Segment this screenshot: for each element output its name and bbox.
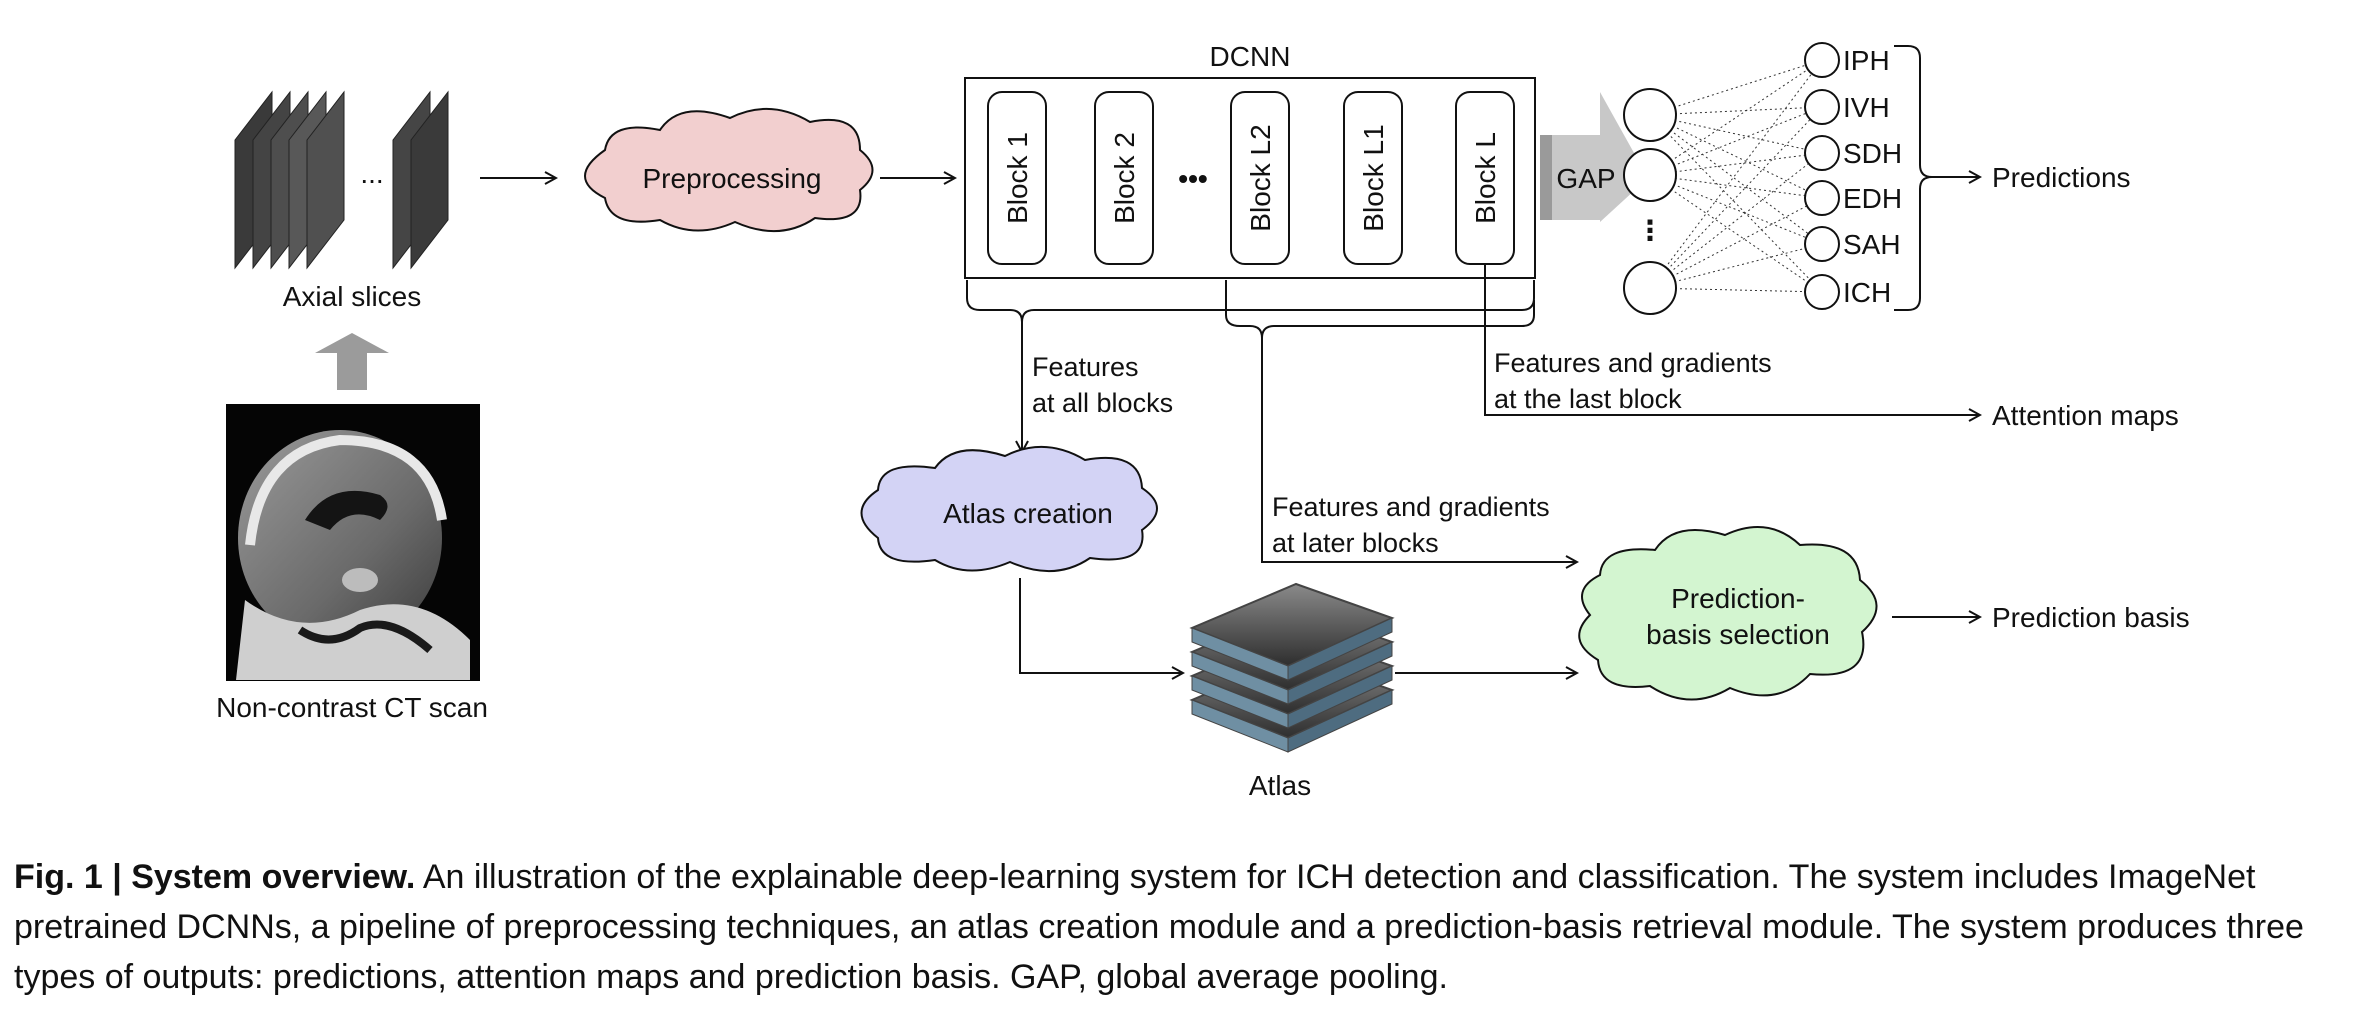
atlas-creation-label: Atlas creation (943, 498, 1113, 529)
dcnn-block-2: Block 2 (1094, 91, 1154, 265)
block-l2-label: Block L2 (1245, 124, 1276, 231)
caption-text: An illustration of the explainable deep-… (14, 858, 2304, 996)
dcnn-block-1: Block 1 (987, 91, 1047, 265)
attention-maps-arrow (1484, 264, 1980, 415)
blocks-ellipsis: ••• (1178, 163, 1207, 194)
features-all-line1: Features (1032, 352, 1139, 382)
output-ivh-label: IVH (1843, 92, 1890, 123)
gap-node-1 (1623, 88, 1677, 142)
output-node-iph: IPH (1804, 42, 1890, 78)
block-l-label: Block L (1470, 132, 1501, 224)
gap-label: GAP (1556, 163, 1615, 194)
atlas-label: Atlas (1249, 770, 1311, 801)
output-node-edh: EDH (1804, 180, 1902, 216)
caption-bold: Fig. 1 | System overview. (14, 858, 416, 896)
output-node-ivh: IVH (1804, 89, 1890, 125)
dcnn-block-l1: Block L1 (1343, 91, 1403, 265)
atlas-creation-to-atlas-arrow (1019, 578, 1183, 673)
ct-scan-image (226, 404, 480, 681)
features-last-line1: Features and gradients (1494, 348, 1772, 378)
output-node-ich: ICH (1804, 274, 1891, 310)
slices-ellipsis: ... (360, 158, 383, 189)
system-overview-diagram: ... Axial slices Non-contrast CT scan Pr… (216, 41, 2190, 801)
all-blocks-brace (966, 280, 1535, 328)
output-node-sah: SAH (1804, 226, 1901, 262)
block-1-label: Block 1 (1002, 132, 1033, 224)
ct-scan-label: Non-contrast CT scan (216, 692, 488, 723)
output-sdh-label: SDH (1843, 138, 1902, 169)
features-later-line1: Features and gradients (1272, 492, 1550, 522)
gap-node-2 (1623, 148, 1677, 202)
predictions-label: Predictions (1992, 162, 2131, 193)
nodes-ellipsis: ⋮ (1636, 215, 1664, 246)
axial-slices-label: Axial slices (283, 281, 421, 312)
features-later-arrow (1261, 338, 1577, 562)
preprocessing-cloud (584, 108, 874, 232)
outputs-brace (1894, 45, 1933, 311)
atlas-creation-cloud (860, 446, 1158, 572)
ct-to-slices-arrow-icon (315, 333, 389, 390)
dcnn-block-l2: Block L2 (1230, 91, 1290, 265)
dcnn-block-l: Block L (1455, 91, 1515, 265)
gap-arrow-icon (1540, 92, 1648, 222)
gap-node-last (1623, 261, 1677, 315)
block-l1-label: Block L1 (1358, 124, 1389, 231)
atlas-stack-icon (1189, 582, 1395, 753)
output-ich-label: ICH (1843, 277, 1891, 308)
features-all-line2: at all blocks (1032, 388, 1173, 418)
output-sah-label: SAH (1843, 229, 1901, 260)
selection-label-line2: basis selection (1646, 619, 1830, 650)
axial-slices-icon (234, 90, 449, 270)
output-edh-label: EDH (1843, 183, 1902, 214)
features-later-line2: at later blocks (1272, 528, 1439, 558)
output-iph-label: IPH (1843, 45, 1890, 76)
block-2-label: Block 2 (1109, 132, 1140, 224)
features-last-line2: at the last block (1494, 384, 1682, 414)
selection-label-line1: Prediction- (1671, 583, 1805, 614)
output-node-sdh: SDH (1804, 135, 1902, 171)
figure-caption: Fig. 1 | System overview. An illustratio… (14, 852, 2364, 1002)
dcnn-title: DCNN (1210, 41, 1291, 72)
attention-maps-label: Attention maps (1992, 400, 2179, 431)
dense-connections (1649, 59, 1823, 293)
prediction-basis-selection-cloud (1578, 526, 1878, 701)
preprocessing-label: Preprocessing (643, 163, 822, 194)
prediction-basis-label: Prediction basis (1992, 602, 2190, 633)
